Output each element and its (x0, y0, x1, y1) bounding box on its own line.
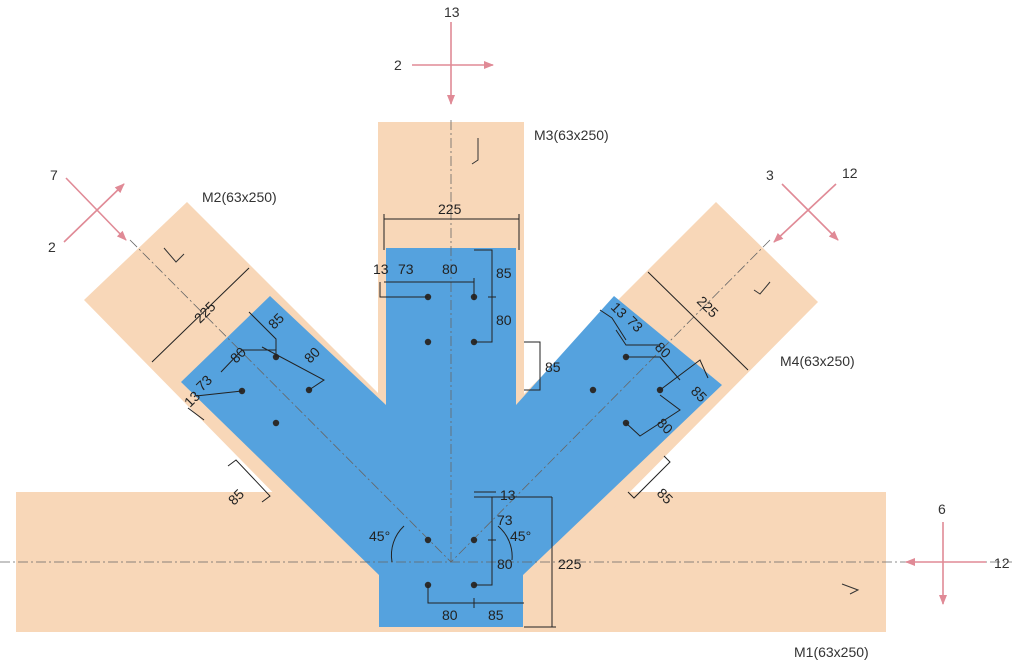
grain-marks (163, 138, 860, 595)
bolt (424, 536, 432, 544)
axis-arrows (63, 22, 986, 605)
axis-top-label-a: 13 (444, 4, 460, 20)
member-label-m4: M4(63x250) (780, 353, 855, 369)
axis-bottom-label-a: 6 (938, 501, 946, 517)
dim-m3-row2: 80 (442, 261, 458, 277)
dim-m1-height: 225 (558, 556, 582, 572)
axis-left-label-a: 7 (50, 167, 58, 183)
axis-right-b (781, 183, 839, 241)
dim-m1-c: 80 (442, 607, 458, 623)
axis-right-a (773, 183, 837, 243)
dim-m1-edge: 13 (500, 487, 516, 503)
dim-m3-width: 225 (438, 201, 462, 217)
bolt (589, 386, 597, 394)
member-label-m2: M2(63x250) (202, 189, 277, 205)
axis-bottom-label-b: 12 (994, 555, 1010, 571)
member-label-m1: M1(63x250) (794, 644, 869, 660)
dim-m3-edge: 13 (373, 261, 389, 277)
dim-m1-a: 73 (497, 512, 513, 528)
steel-plate (181, 248, 722, 627)
dim-m3-col2: 80 (496, 312, 512, 328)
angle-right: 45° (510, 528, 531, 544)
dimension-lines (151, 214, 749, 628)
dim-m3-col1: 85 (496, 265, 512, 281)
dim-m1-b: 80 (497, 556, 513, 572)
axis-right-label-b: 12 (842, 165, 858, 181)
bolt (424, 338, 432, 346)
axis-left-label-b: 2 (48, 239, 56, 255)
dim-m3-gap: 85 (545, 359, 561, 375)
angle-left: 45° (369, 528, 390, 544)
dim-m3-row1: 73 (398, 261, 414, 277)
axis-left-b (63, 183, 125, 243)
dim-m1-d: 85 (488, 607, 504, 623)
bolt (272, 419, 280, 427)
center-lines (0, 120, 1012, 563)
axis-top-label-b: 2 (394, 57, 402, 73)
member-label-m3: M3(63x250) (534, 127, 609, 143)
bolt (470, 536, 478, 544)
axis-left-a (65, 177, 127, 241)
axis-right-label-a: 3 (766, 167, 774, 183)
